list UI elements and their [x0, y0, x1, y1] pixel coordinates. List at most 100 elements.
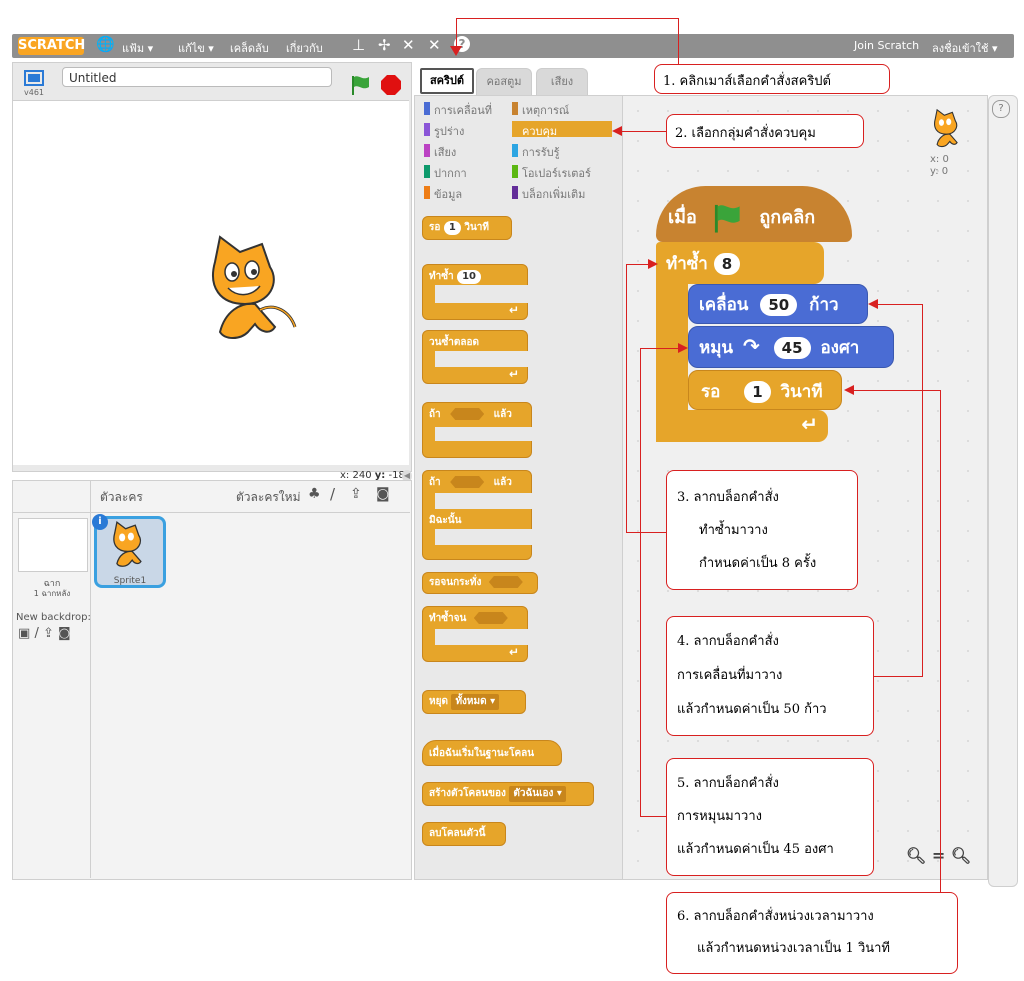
project-title-input[interactable]: Untitled	[62, 67, 332, 87]
camera-icon[interactable]: ◙	[376, 486, 390, 502]
upload-sprite-icon[interactable]: ⇪	[350, 486, 362, 502]
wait-label: รอ	[701, 382, 721, 402]
condition-slot[interactable]	[450, 476, 485, 488]
sensing-color	[512, 144, 518, 157]
tab-scripts[interactable]: สคริปต์	[420, 68, 474, 94]
stage-label: ฉาก	[43, 579, 61, 589]
c-slot	[435, 285, 531, 303]
delete-clone-block[interactable]: ลบโคลนตัวนี้	[422, 822, 506, 846]
globe-icon[interactable]: 🌐	[96, 35, 115, 53]
choose-sprite-library-icon[interactable]: ♣	[308, 486, 321, 502]
zoom-reset-icon[interactable]: =	[931, 846, 946, 865]
green-flag-icon[interactable]	[350, 74, 372, 99]
category-control-selected[interactable]	[512, 121, 612, 137]
stage-thumbnail[interactable]	[18, 518, 88, 572]
callout-line	[626, 264, 627, 532]
condition-slot[interactable]	[488, 576, 523, 588]
forever-label: วนซ้ำตลอด	[429, 337, 479, 348]
repeat-until-block[interactable]: ทำซ้ำจน ↵	[422, 606, 531, 662]
callout-5: 5. ลากบล็อกคำสั่ง การหมุนมาวาง แล้วกำหนด…	[666, 758, 874, 876]
category-looks[interactable]: รูปร่าง	[434, 125, 465, 138]
category-sensing[interactable]: การรับรู้	[522, 146, 560, 159]
zoom-out-icon[interactable]: 🔍︎	[906, 846, 927, 865]
callout-2: 2. เลือกกลุ่มคำสั่งควบคุม	[666, 114, 864, 148]
join-scratch-link[interactable]: Join Scratch	[854, 39, 920, 52]
wait-input[interactable]: 1	[443, 221, 461, 235]
menu-tips[interactable]: เคล็ดลับ	[230, 42, 269, 55]
help-question-icon[interactable]: ?	[992, 100, 1010, 118]
repeat-block[interactable]: ทำซ้ำ 10 ↵	[422, 264, 531, 320]
wait-1-second-block[interactable]: รอ 1 วินาที	[688, 370, 842, 410]
zoom-in-icon[interactable]: 🔍︎	[950, 846, 972, 865]
tab-costumes[interactable]: คอสตูม	[476, 68, 532, 95]
condition-slot[interactable]	[450, 408, 485, 420]
backdrop-library-icon[interactable]: ▣	[18, 626, 31, 641]
tab-sounds[interactable]: เสียง	[536, 68, 588, 95]
category-operators[interactable]: โอเปอร์เรเตอร์	[522, 167, 591, 180]
cat-sprite-icon[interactable]	[200, 232, 300, 345]
category-sound[interactable]: เสียง	[434, 146, 457, 159]
stop-dropdown[interactable]: ทั้งหมด ▾	[451, 694, 500, 710]
category-more-blocks[interactable]: บล็อกเพิ่มเติม	[522, 188, 586, 201]
shrink-icon[interactable]: ✕	[428, 36, 441, 54]
stop-block[interactable]: หยุด ทั้งหมด ▾	[422, 690, 526, 714]
menu-about[interactable]: เกี่ยวกับ	[286, 42, 323, 55]
if-else-block[interactable]: ถ้า แล้ว มิฉะนั้น	[422, 470, 535, 560]
new-backdrop-label: New backdrop:	[16, 612, 91, 623]
else-label: มิฉะนั้น	[429, 515, 462, 526]
sprites-header: ตัวละคร	[100, 490, 143, 504]
if-then-block[interactable]: ถ้า แล้ว	[422, 402, 535, 458]
clicked-label: ถูกคลิก	[759, 207, 816, 228]
menu-edit[interactable]: แก้ไข ▾	[178, 42, 214, 55]
category-control[interactable]: ควบคุม	[522, 125, 558, 138]
collapse-stage-icon[interactable]: ◀	[402, 470, 412, 482]
rotate-clockwise-icon: ↷	[742, 334, 760, 358]
c-slot	[435, 493, 535, 509]
backdrop-upload-icon[interactable]: ⇪	[42, 626, 54, 641]
wait-unit: วินาที	[464, 222, 489, 233]
move-steps-input[interactable]: 50	[760, 294, 798, 316]
clone-start-hat-block[interactable]: เมื่อฉันเริ่มในฐานะโคลน	[422, 740, 562, 766]
presentation-mode-icon[interactable]	[24, 70, 44, 86]
scratch-logo[interactable]: SCRATCH	[18, 37, 86, 55]
c-slot	[435, 529, 535, 545]
arrow-head	[612, 126, 622, 136]
callout-5-line2: การหมุนมาวาง	[677, 809, 762, 824]
turn-45-degrees-block[interactable]: หมุน ↷ 45 องศา	[688, 326, 894, 368]
wait-block[interactable]: รอ 1 วินาที	[422, 216, 512, 240]
category-pen[interactable]: ปากกา	[434, 167, 467, 180]
category-data[interactable]: ข้อมูล	[434, 188, 463, 201]
grow-icon[interactable]: ✕	[402, 36, 415, 54]
x-label: x:	[340, 470, 350, 481]
callout-6-line1: 6. ลากบล็อกคำสั่งหน่วงเวลามาวาง	[677, 909, 874, 924]
divider	[90, 480, 91, 878]
callout-line	[626, 532, 666, 533]
clone-target-dropdown[interactable]: ตัวฉันเอง ▾	[509, 786, 566, 802]
repeat-input[interactable]: 10	[457, 270, 482, 284]
backdrop-camera-icon[interactable]: ◙	[58, 626, 71, 641]
forever-block[interactable]: วนซ้ำตลอด ↵	[422, 330, 531, 384]
category-events[interactable]: เหตุการณ์	[522, 104, 570, 117]
arrow-head	[868, 299, 878, 309]
move-50-steps-block[interactable]: เคลื่อน 50 ก้าว	[688, 284, 868, 324]
wait-until-block[interactable]: รอจนกระทั่ง	[422, 572, 538, 594]
condition-slot[interactable]	[473, 612, 508, 624]
create-clone-block[interactable]: สร้างตัวโคลนของ ตัวฉันเอง ▾	[422, 782, 594, 806]
duplicate-stamp-icon[interactable]: ⊥	[352, 36, 366, 54]
delete-scissors-icon[interactable]: ✢	[378, 36, 391, 54]
stop-sign-icon[interactable]	[380, 74, 402, 99]
repeat-count-input[interactable]: 8	[713, 253, 741, 275]
sprite-y: y: 0	[930, 166, 949, 177]
stage-canvas[interactable]	[13, 100, 409, 465]
zoom-controls: 🔍︎ = 🔍︎	[906, 846, 971, 865]
turn-degrees-input[interactable]: 45	[773, 337, 811, 359]
when-flag-clicked-block[interactable]: เมื่อ ถูกคลิก	[656, 186, 852, 242]
paint-brush-icon[interactable]: /	[330, 485, 336, 503]
repeat-8-block[interactable]: ทำซ้ำ 8	[656, 242, 824, 284]
menu-file[interactable]: แฟ้ม ▾	[122, 42, 154, 55]
wait-seconds-input[interactable]: 1	[744, 381, 771, 403]
backdrop-paint-icon[interactable]: /	[34, 626, 39, 641]
category-motion[interactable]: การเคลื่อนที่	[434, 104, 492, 117]
sign-in-link[interactable]: ลงชื่อเข้าใช้ ▾	[932, 42, 998, 55]
info-icon[interactable]: i	[92, 514, 108, 530]
